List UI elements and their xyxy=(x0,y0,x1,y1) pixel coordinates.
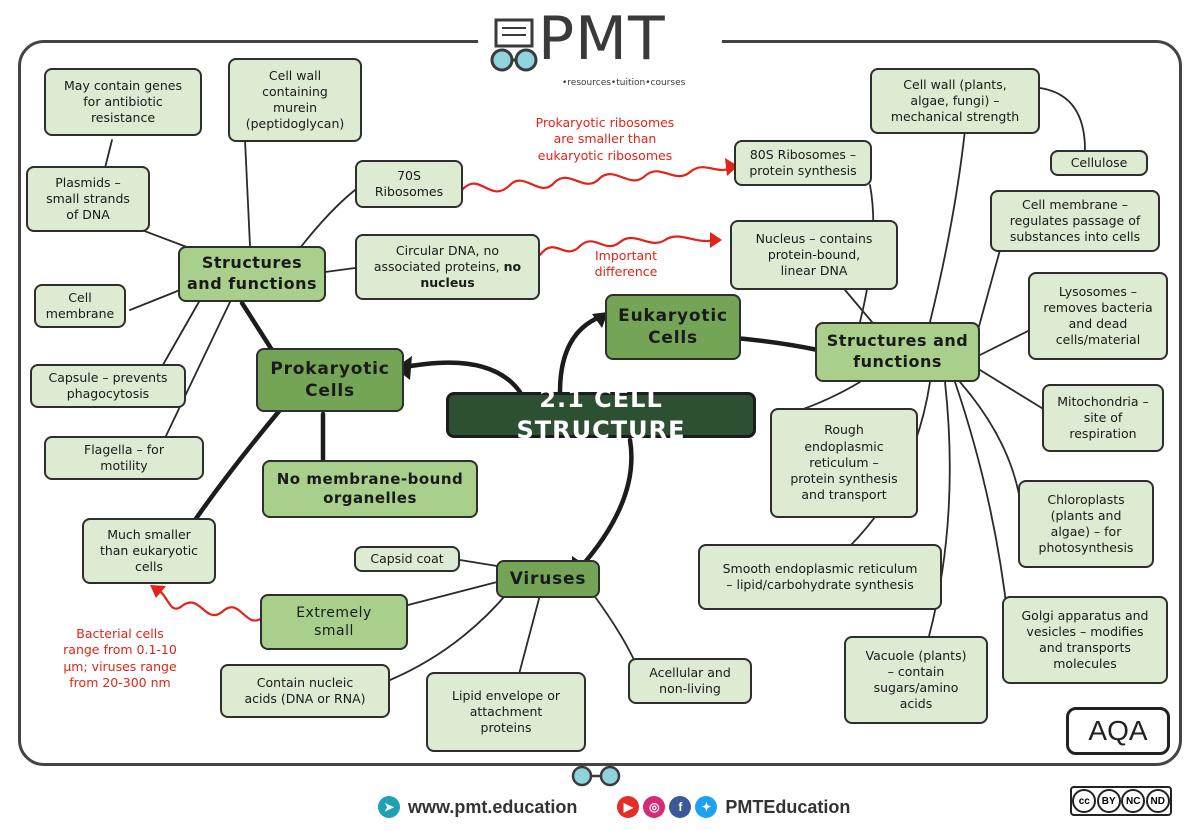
eukaryotic-cell-wall-node: Cell wall (plants, algae, fungi) – mecha… xyxy=(870,68,1040,134)
prokaryotic-cells-node: Prokaryotic Cells xyxy=(256,348,404,412)
cursor-icon: ➤ xyxy=(378,796,400,818)
pmt-logo: PMT •resources•tuition•courses xyxy=(478,4,722,98)
smooth-er-node: Smooth endoplasmic reticulum – lipid/car… xyxy=(698,544,942,610)
by-icon: BY xyxy=(1096,789,1121,813)
important-difference-note: Important difference xyxy=(594,248,658,280)
size-range-note: Bacterial cells range from 0.1-10 μm; vi… xyxy=(63,626,177,690)
extremely-small-node: Extremely small xyxy=(260,594,408,650)
vacuole-node: Vacuole (plants) – contain sugars/amino … xyxy=(844,636,988,724)
cc-icon: cc xyxy=(1072,789,1097,813)
pmt-logo-icon xyxy=(490,18,538,72)
nd-icon: ND xyxy=(1145,789,1170,813)
circular-dna-nucleus: nucleus xyxy=(420,275,475,291)
chloroplasts-node: Chloroplasts (plants and algae) – for ph… xyxy=(1018,480,1154,568)
instagram-icon[interactable]: ◎ xyxy=(643,796,666,818)
twitter-icon[interactable]: ✦ xyxy=(695,796,718,818)
cc-license-badge: cc BY NC ND xyxy=(1070,786,1172,816)
mitochondria-node: Mitochondria – site of respiration xyxy=(1042,384,1164,452)
circular-dna-node: Circular DNA, no associated proteins, no… xyxy=(355,234,540,300)
logo-tagline: •resources•tuition•courses xyxy=(562,78,686,88)
flagella-node: Flagella – for motility xyxy=(44,436,204,480)
prokaryotic-structures-node: Structures and functions xyxy=(178,246,326,302)
aqa-badge: AQA xyxy=(1066,707,1170,755)
lysosomes-node: Lysosomes – removes bacteria and dead ce… xyxy=(1028,272,1168,360)
youtube-icon[interactable]: ▶ xyxy=(617,796,640,818)
rough-er-node: Rough endoplasmic reticulum – protein sy… xyxy=(770,408,918,518)
viruses-node: Viruses xyxy=(496,560,600,598)
footer: ➤ www.pmt.education ▶ ◎ f ✦ PMTEducation xyxy=(378,794,850,820)
golgi-node: Golgi apparatus and vesicles – modifies … xyxy=(1002,596,1168,684)
eukaryotic-structures-node: Structures and functions xyxy=(815,322,980,382)
website-link[interactable]: www.pmt.education xyxy=(408,796,578,817)
ribosomes-70s-node: 70S Ribosomes xyxy=(355,160,463,208)
nucleus-node: Nucleus – contains protein-bound, linear… xyxy=(730,220,898,290)
eukaryotic-membrane-node: Cell membrane – regulates passage of sub… xyxy=(990,190,1160,252)
circular-dna-text: Circular DNA, no associated proteins, xyxy=(373,242,500,274)
cellulose-node: Cellulose xyxy=(1050,150,1148,176)
antibiotic-genes-node: May contain genes for antibiotic resista… xyxy=(44,68,202,136)
acellular-node: Acellular and non-living xyxy=(628,658,752,704)
glasses-icon xyxy=(571,765,621,787)
social-handle[interactable]: PMTEducation xyxy=(725,796,851,817)
capsid-node: Capsid coat xyxy=(354,546,460,572)
lipid-envelope-node: Lipid envelope or attachment proteins xyxy=(426,672,586,752)
ribosomes-80s-node: 80S Ribosomes – protein synthesis xyxy=(734,140,872,186)
capsule-node: Capsule – prevents phagocytosis xyxy=(30,364,186,408)
title-node: 2.1 CELL STRUCTURE xyxy=(446,385,756,444)
plasmids-node: Plasmids – small strands of DNA xyxy=(26,166,150,232)
prokaryotic-membrane-node: Cell membrane xyxy=(34,284,126,328)
much-smaller-node: Much smaller than eukaryotic cells xyxy=(82,518,216,584)
ribosome-size-note: Prokaryotic ribosomes are smaller than e… xyxy=(535,115,675,163)
murein-cell-wall-node: Cell wall containing murein (peptidoglyc… xyxy=(228,58,362,142)
logo-text: PMT xyxy=(538,4,666,74)
nc-icon: NC xyxy=(1121,789,1146,813)
circular-dna-no: no xyxy=(503,258,522,274)
facebook-icon[interactable]: f xyxy=(669,796,692,818)
no-membrane-node: No membrane-bound organelles xyxy=(262,460,478,518)
eukaryotic-cells-node: Eukaryotic Cells xyxy=(605,294,741,360)
nucleic-acids-node: Contain nucleic acids (DNA or RNA) xyxy=(220,664,390,718)
